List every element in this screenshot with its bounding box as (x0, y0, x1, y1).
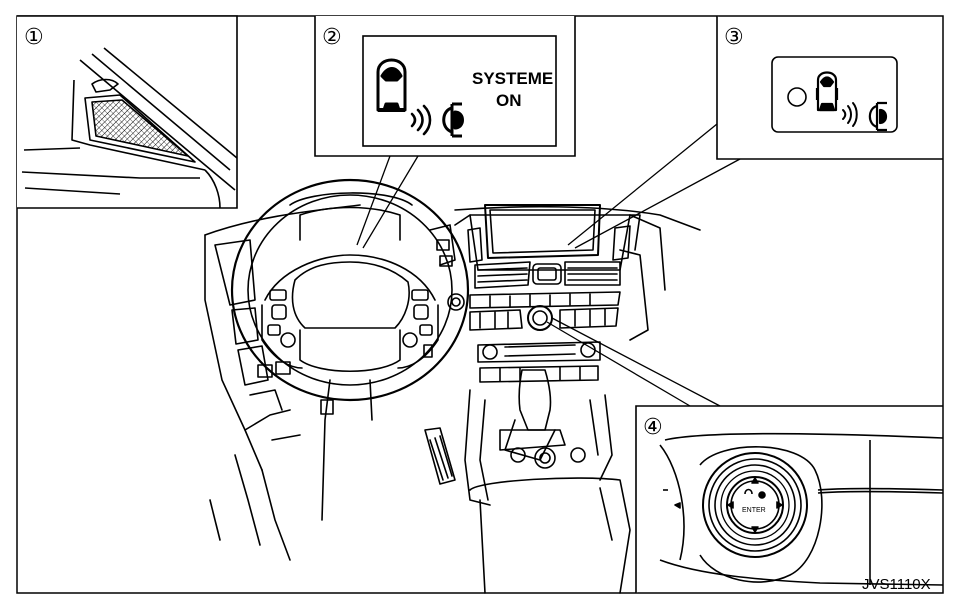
inset-1: ① (17, 15, 238, 209)
callout-3: ③ (724, 25, 744, 50)
inset-4: ④ (635, 405, 944, 593)
switch-obstacle-icon (868, 101, 888, 132)
speaker-grille (21, 47, 238, 209)
inset-3: ③ (716, 16, 943, 160)
controller-panel (659, 432, 944, 586)
leader-line-2a (356, 155, 391, 246)
callout-4: ④ (643, 415, 663, 440)
dashboard-drawing (204, 178, 701, 594)
obstacle-icon (442, 102, 464, 138)
leader-line-4a (546, 321, 691, 407)
callout-2: ② (322, 25, 342, 50)
switch-car-icon (815, 71, 839, 112)
leader-line-3b (574, 158, 741, 249)
inset-2: ② SYSTEME ON (314, 16, 576, 157)
sonar-waves-icon (410, 104, 432, 136)
enter-button-label: ENTER (742, 507, 766, 514)
indicator-light (787, 87, 807, 107)
switch-sonar-icon (842, 102, 858, 127)
leader-lines (356, 123, 741, 407)
callout-1: ① (24, 25, 44, 50)
switch-panel (771, 56, 898, 133)
figure-code: JVS1110X (862, 576, 931, 593)
indicator-display (362, 35, 557, 147)
leader-line-3a (567, 123, 718, 246)
leader-line-2b (362, 155, 419, 249)
indicator-text-line2: ON (496, 91, 522, 110)
indicator-text-line1: SYSTEME (472, 69, 553, 88)
leader-line-4b (551, 317, 721, 407)
car-icon (376, 58, 407, 112)
